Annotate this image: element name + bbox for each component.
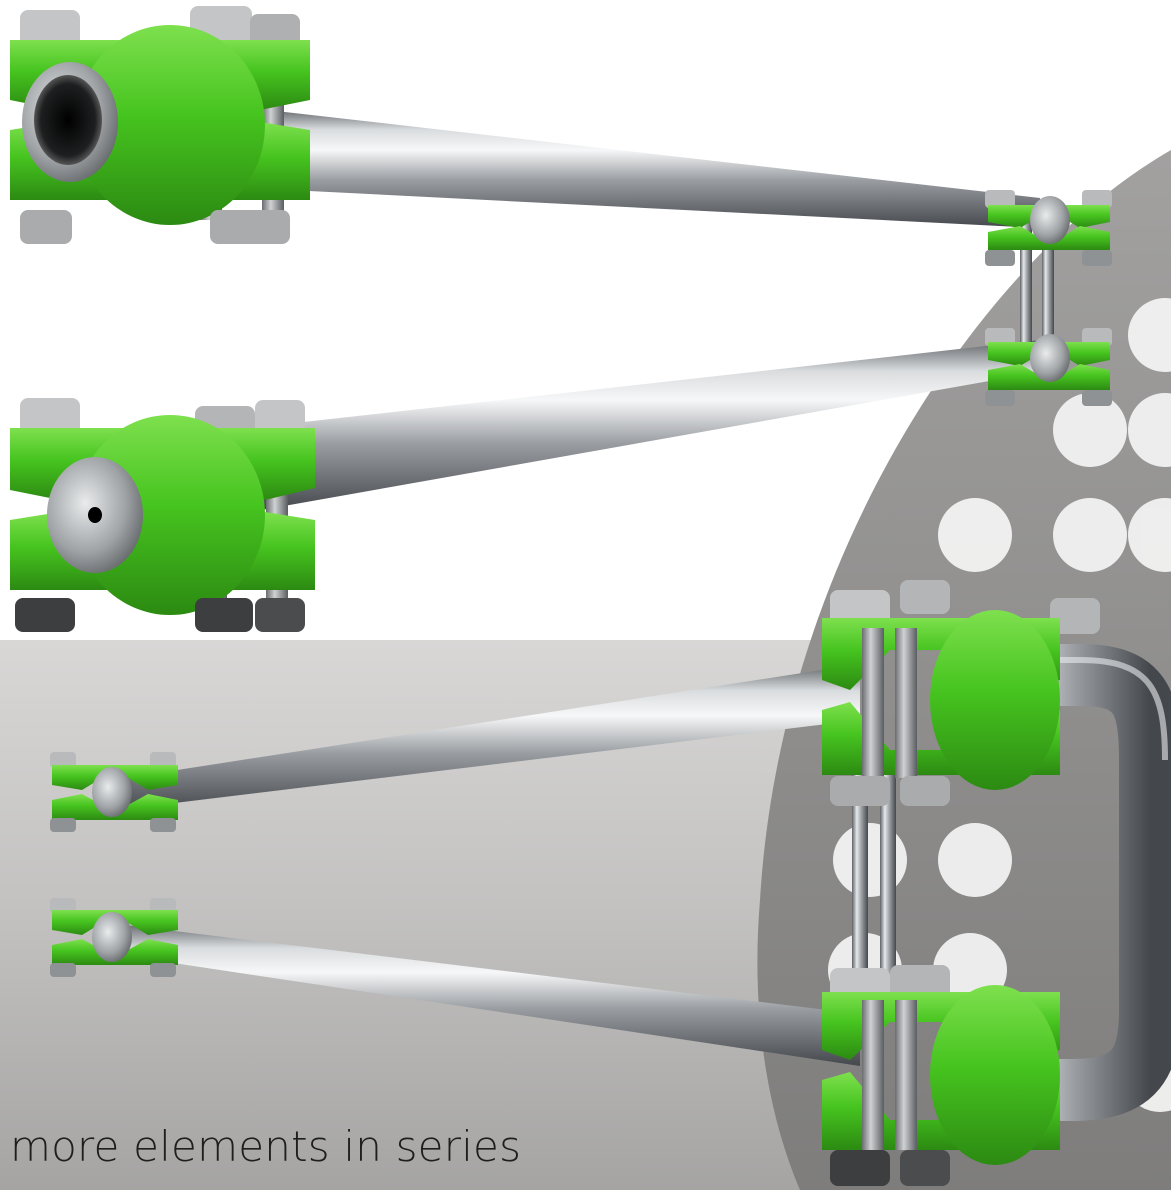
- caption-text: more elements in series: [10, 1122, 522, 1171]
